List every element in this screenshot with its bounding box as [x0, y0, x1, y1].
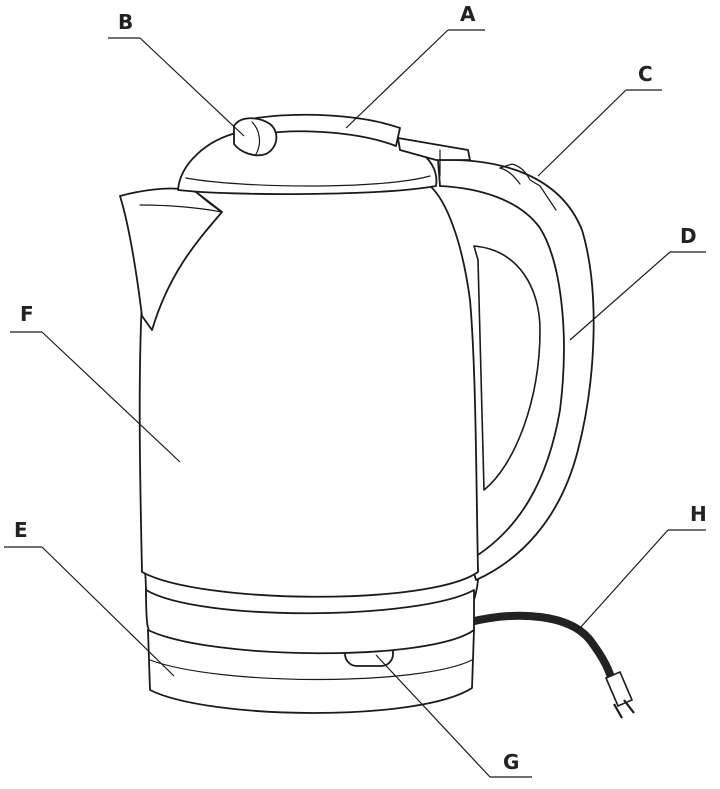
lid-button	[233, 117, 278, 157]
label-e: E	[14, 518, 28, 542]
label-c: C	[638, 62, 653, 86]
lid	[177, 113, 438, 195]
leader-b	[139, 37, 245, 137]
leader-lines	[4, 29, 706, 778]
leader-a	[345, 29, 449, 129]
leader-f	[41, 331, 181, 463]
handle	[437, 158, 595, 581]
label-a: A	[460, 2, 476, 26]
power-cord	[466, 611, 635, 719]
leader-c	[537, 89, 627, 177]
label-g: G	[503, 750, 520, 774]
label-f: F	[20, 302, 34, 326]
label-b: B	[118, 10, 134, 34]
leader-g	[375, 654, 491, 778]
spout	[119, 187, 223, 331]
leader-e	[41, 546, 175, 677]
lid-hinge	[397, 137, 471, 177]
label-h: H	[690, 502, 707, 526]
leader-d	[569, 251, 671, 341]
label-d: D	[680, 224, 697, 248]
leader-h	[579, 529, 669, 629]
